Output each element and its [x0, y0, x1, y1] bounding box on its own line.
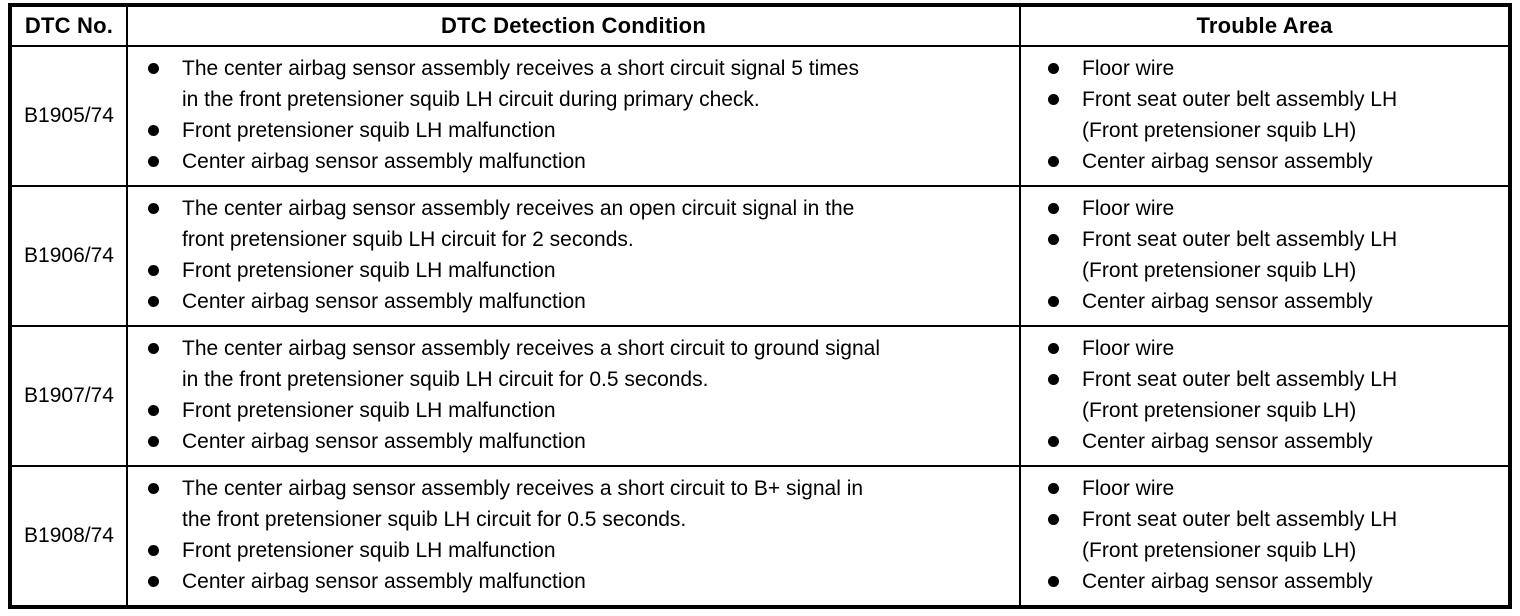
list-item: Center airbag sensor assembly malfunctio…	[128, 426, 1019, 457]
list-item: Front seat outer belt assembly LH (Front…	[1021, 224, 1508, 286]
bullet-icon	[1048, 343, 1059, 354]
trouble-area-text: Center airbag sensor assembly	[1082, 570, 1373, 593]
condition-text: Front pretensioner squib LH malfunction	[182, 259, 556, 282]
condition-text: The center airbag sensor assembly receiv…	[182, 197, 855, 251]
list-item: Front pretensioner squib LH malfunction	[128, 115, 1019, 146]
detection-condition-cell: The center airbag sensor assembly receiv…	[126, 185, 1021, 327]
list-item: Front seat outer belt assembly LH (Front…	[1021, 364, 1508, 426]
table-row-b1907: B1907/74 The center airbag sensor assemb…	[9, 325, 1511, 467]
dtc-table: DTC No. DTC Detection Condition Trouble …	[8, 3, 1512, 609]
trouble-area-text: Floor wire	[1082, 197, 1175, 220]
list-item: Front seat outer belt assembly LH (Front…	[1021, 504, 1508, 566]
list-item: The center airbag sensor assembly receiv…	[128, 473, 1019, 535]
list-item: Front pretensioner squib LH malfunction	[128, 535, 1019, 566]
list-item: Floor wire	[1021, 53, 1508, 84]
bullet-icon	[1048, 576, 1059, 587]
bullet-icon	[148, 343, 159, 354]
trouble-area-text: Front seat outer belt assembly LH (Front…	[1082, 228, 1398, 282]
header-detection-condition: DTC Detection Condition	[126, 4, 1021, 47]
condition-text: Front pretensioner squib LH malfunction	[182, 539, 556, 562]
table-row-b1906: B1906/74 The center airbag sensor assemb…	[9, 185, 1511, 327]
dtc-code: B1908/74	[9, 465, 128, 608]
trouble-area-text: Floor wire	[1082, 477, 1175, 500]
trouble-area-cell: Floor wire Front seat outer belt assembl…	[1019, 45, 1511, 187]
trouble-area-text: Front seat outer belt assembly LH (Front…	[1082, 508, 1398, 562]
list-item: Front seat outer belt assembly LH (Front…	[1021, 84, 1508, 146]
trouble-area-text: Floor wire	[1082, 57, 1175, 80]
condition-text: The center airbag sensor assembly receiv…	[182, 57, 859, 111]
list-item: The center airbag sensor assembly receiv…	[128, 193, 1019, 255]
condition-text: Center airbag sensor assembly malfunctio…	[182, 290, 586, 313]
list-item: Center airbag sensor assembly malfunctio…	[128, 146, 1019, 177]
list-item: Center airbag sensor assembly	[1021, 566, 1508, 597]
condition-text: The center airbag sensor assembly receiv…	[182, 337, 881, 391]
list-item: Floor wire	[1021, 193, 1508, 224]
bullet-icon	[1048, 234, 1059, 245]
bullet-icon	[148, 203, 159, 214]
bullet-icon	[148, 436, 159, 447]
bullet-icon	[1048, 483, 1059, 494]
list-item: Center airbag sensor assembly	[1021, 146, 1508, 177]
bullet-icon	[1048, 374, 1059, 385]
list-item: The center airbag sensor assembly receiv…	[128, 53, 1019, 115]
list-item: Floor wire	[1021, 333, 1508, 364]
trouble-area-text: Center airbag sensor assembly	[1082, 290, 1373, 313]
list-item: The center airbag sensor assembly receiv…	[128, 333, 1019, 395]
trouble-area-text: Floor wire	[1082, 337, 1175, 360]
bullet-icon	[148, 405, 159, 416]
bullet-icon	[1048, 296, 1059, 307]
dtc-code: B1906/74	[9, 185, 128, 327]
list-item: Floor wire	[1021, 473, 1508, 504]
trouble-area-text: Center airbag sensor assembly	[1082, 430, 1373, 453]
trouble-area-text: Front seat outer belt assembly LH (Front…	[1082, 88, 1398, 142]
bullet-icon	[1048, 63, 1059, 74]
trouble-area-text: Center airbag sensor assembly	[1082, 150, 1373, 173]
bullet-icon	[1048, 436, 1059, 447]
trouble-area-cell: Floor wire Front seat outer belt assembl…	[1019, 185, 1511, 327]
bullet-icon	[1048, 514, 1059, 525]
condition-text: Front pretensioner squib LH malfunction	[182, 119, 556, 142]
detection-condition-cell: The center airbag sensor assembly receiv…	[126, 465, 1021, 608]
list-item: Center airbag sensor assembly malfunctio…	[128, 566, 1019, 597]
bullet-icon	[148, 545, 159, 556]
bullet-icon	[148, 483, 159, 494]
bullet-icon	[1048, 156, 1059, 167]
condition-text: Center airbag sensor assembly malfunctio…	[182, 150, 586, 173]
trouble-area-cell: Floor wire Front seat outer belt assembl…	[1019, 325, 1511, 467]
table-row-b1908: B1908/74 The center airbag sensor assemb…	[9, 465, 1511, 608]
detection-condition-cell: The center airbag sensor assembly receiv…	[126, 325, 1021, 467]
detection-condition-cell: The center airbag sensor assembly receiv…	[126, 45, 1021, 187]
condition-text: The center airbag sensor assembly receiv…	[182, 477, 864, 531]
list-item: Center airbag sensor assembly malfunctio…	[128, 286, 1019, 317]
bullet-icon	[148, 156, 159, 167]
condition-text: Center airbag sensor assembly malfunctio…	[182, 430, 586, 453]
trouble-area-text: Front seat outer belt assembly LH (Front…	[1082, 368, 1398, 422]
bullet-icon	[148, 125, 159, 136]
list-item: Front pretensioner squib LH malfunction	[128, 255, 1019, 286]
bullet-icon	[148, 265, 159, 276]
list-item: Center airbag sensor assembly	[1021, 426, 1508, 457]
bullet-icon	[148, 296, 159, 307]
table-row-b1905: B1905/74 The center airbag sensor assemb…	[9, 45, 1511, 187]
dtc-code: B1907/74	[9, 325, 128, 467]
bullet-icon	[148, 63, 159, 74]
list-item: Center airbag sensor assembly	[1021, 286, 1508, 317]
trouble-area-cell: Floor wire Front seat outer belt assembl…	[1019, 465, 1511, 608]
header-dtc-no: DTC No.	[9, 4, 128, 47]
header-trouble-area: Trouble Area	[1019, 4, 1511, 47]
bullet-icon	[148, 576, 159, 587]
header-row: DTC No. DTC Detection Condition Trouble …	[9, 4, 1511, 47]
dtc-code: B1905/74	[9, 45, 128, 187]
bullet-icon	[1048, 94, 1059, 105]
condition-text: Front pretensioner squib LH malfunction	[182, 399, 556, 422]
bullet-icon	[1048, 203, 1059, 214]
condition-text: Center airbag sensor assembly malfunctio…	[182, 570, 586, 593]
list-item: Front pretensioner squib LH malfunction	[128, 395, 1019, 426]
